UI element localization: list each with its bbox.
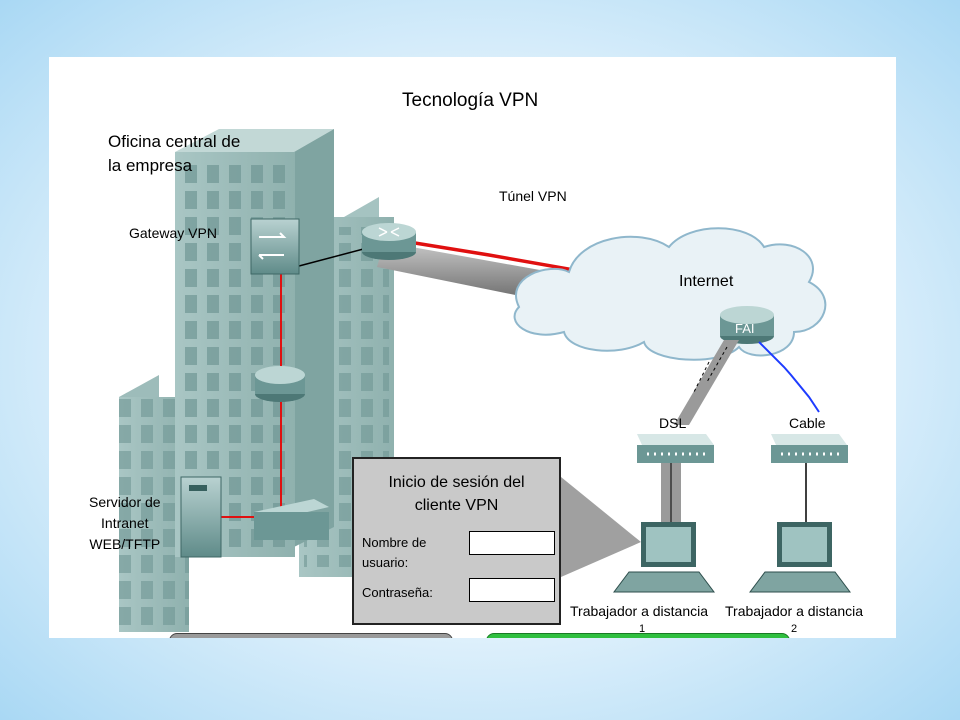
- internet-cloud: [513, 227, 827, 361]
- password-input[interactable]: [469, 578, 555, 602]
- worker-label-1: Trabajador a distancia: [570, 603, 709, 619]
- footer-bar-green: [486, 633, 790, 638]
- laptop-icon-1: [613, 522, 715, 593]
- cable-modem-icon: [771, 434, 848, 463]
- internet-label: Internet: [679, 273, 734, 290]
- username-label: Nombre de usuario:: [362, 535, 427, 570]
- headquarters-building: [119, 129, 394, 632]
- laptop-icon-2: [749, 522, 851, 593]
- login-title: Inicio de sesión del cliente VPN: [388, 474, 525, 514]
- cable-label: Cable: [789, 415, 826, 431]
- server-icon: [180, 476, 222, 558]
- gateway-label: Gateway VPN: [129, 225, 217, 241]
- server-label: Servidor de Intranet WEB/TFTP: [89, 494, 161, 552]
- diagram-title: Tecnología VPN: [402, 90, 539, 111]
- switch-icon: [254, 499, 329, 540]
- footer-mark-1: 1: [639, 623, 646, 635]
- username-input[interactable]: [469, 531, 555, 555]
- isp-router-icon: [720, 306, 774, 344]
- footer-mark-2: 2: [791, 623, 798, 635]
- password-label: Contraseña:: [362, 585, 433, 600]
- network-diagram: [119, 129, 851, 632]
- worker-label-2: Trabajador a distancia: [725, 603, 864, 619]
- footer-bar-gray: [169, 633, 453, 638]
- headquarters-label: Oficina central de la empresa: [108, 132, 241, 175]
- internal-router-icon: [255, 366, 305, 402]
- hq-router-icon: [362, 223, 416, 260]
- tunnel-label: Túnel VPN: [499, 188, 567, 204]
- vpn-login-panel: Inicio de sesión del cliente VPN Nombre …: [352, 457, 561, 625]
- dsl-modem-icon: [637, 434, 714, 463]
- diagram-slide: Tecnología VPN Oficina central de la emp…: [49, 57, 896, 638]
- dsl-label: DSL: [659, 415, 687, 431]
- isp-label: FAI: [735, 321, 755, 336]
- vpn-gateway-icon: [250, 218, 300, 275]
